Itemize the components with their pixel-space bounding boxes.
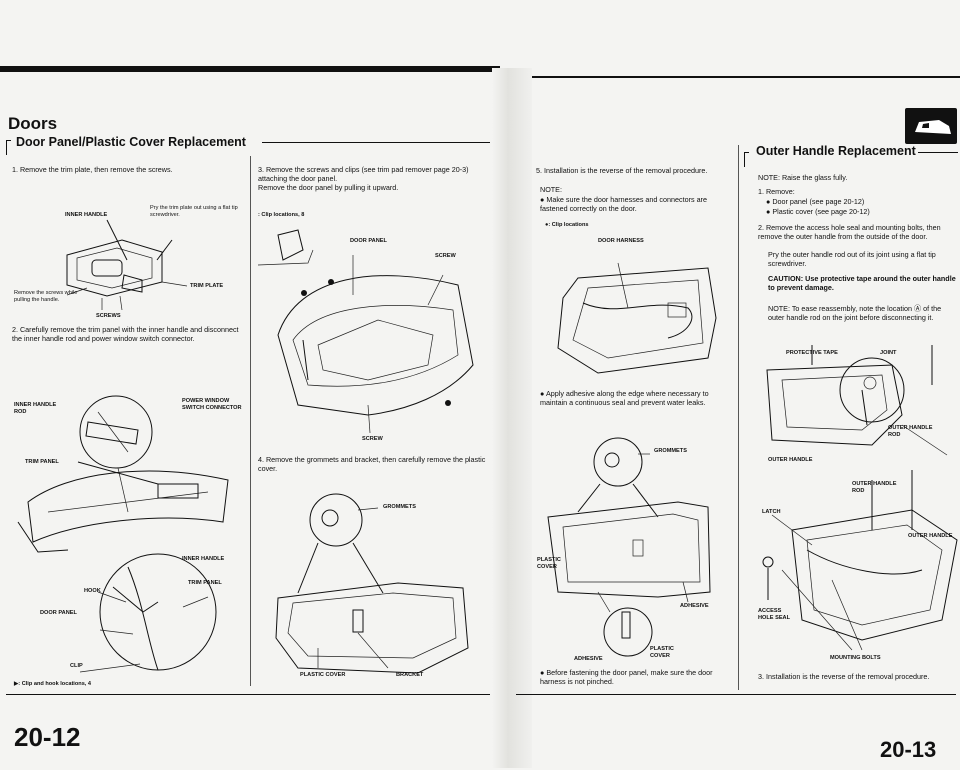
label-plastic-cover-right: PLASTIC COVER [537, 557, 561, 570]
step-1: 1. Remove the trim plate, then remove th… [12, 165, 173, 174]
fig-joint [766, 345, 948, 456]
label-screw-top: SCREW [435, 253, 456, 259]
outer-step-3: 3. Installation is the reverse of the re… [758, 672, 930, 681]
outer-note-2: NOTE: To ease reassembly, note the locat… [768, 304, 942, 322]
outer-caution: CAUTION: Use protective tape around the … [768, 274, 956, 292]
outer-step-2b: Pry the outer handle rod out of its join… [768, 250, 936, 268]
label-power-window: POWER WINDOW SWITCH CONNECTOR [182, 398, 242, 411]
label-hook: HOOK [84, 588, 101, 594]
label-pry: Pry the trim plate out using a flat tip … [150, 205, 238, 218]
step-3-text-b: Remove the door panel by pulling it upwa… [258, 182, 399, 192]
outer-note: NOTE: Raise the glass fully. [758, 173, 848, 182]
label-mounting-bolts: MOUNTING BOLTS [830, 655, 881, 661]
outer-handle-title: Outer Handle Replacement [756, 144, 916, 158]
step-3-text: 3. Remove the screws and clips (see trim… [258, 165, 469, 183]
outer-step-1: 1. Remove: [758, 187, 795, 196]
top-rule [0, 66, 500, 72]
subtitle-rule [262, 142, 490, 143]
label-latch: LATCH [762, 509, 781, 515]
label-door-harness: DOOR HARNESS [598, 238, 644, 244]
fig-adhesive [547, 437, 711, 657]
clip-locations-right: ●: Clip locations [545, 222, 589, 228]
column-divider [250, 156, 251, 686]
label-remove-screws: Remove the screws while pulling the hand… [14, 290, 78, 303]
label-clip: CLIP [70, 663, 83, 669]
step-2: 2. Carefully remove the trim panel with … [12, 325, 239, 343]
step-5: 5. Installation is the reverse of the re… [536, 166, 708, 175]
outer-step-2: 2. Remove the access hole seal and mount… [758, 223, 941, 241]
label-outer-handle-2: OUTER HANDLE [908, 533, 953, 539]
left-bottom-rule [6, 694, 490, 695]
label-trim-panel-2: TRIM PANEL [188, 580, 222, 586]
label-door-panel-3: DOOR PANEL [350, 238, 387, 244]
label-joint: JOINT [880, 350, 897, 356]
right-col-divider [738, 145, 739, 690]
label-screw-bottom: SCREW [362, 436, 383, 442]
label-trim-panel: TRIM PANEL [25, 459, 59, 465]
fig-latch [762, 470, 958, 651]
fig-door-panel [257, 229, 474, 434]
top-rule-right [500, 76, 960, 78]
bullet-adhesive: ● Apply adhesive along the edge where ne… [540, 389, 709, 407]
note-label: NOTE: [540, 185, 562, 194]
fig-trim-panel [17, 395, 229, 673]
fig-plastic-cover [275, 493, 469, 674]
outer-title-rule [918, 152, 958, 153]
label-inner-handle-2: INNER HANDLE [182, 556, 225, 562]
outer-step-1a: ● Door panel (see page 20-12) [766, 197, 865, 206]
label-outer-handle-rod-2: OUTER HANDLE ROD [852, 481, 897, 494]
outer-bracket [744, 152, 749, 167]
fig-trim-plate [66, 219, 188, 311]
fig-door-harness [557, 262, 717, 374]
label-plastic-cover-lower: PLASTIC COVER [650, 646, 674, 659]
page-subtitle: Door Panel/Plastic Cover Replacement [16, 135, 246, 149]
section-title: Doors [8, 114, 58, 133]
clip-locations-note: : Clip locations, 8 [258, 212, 305, 218]
label-adhesive-right: ADHESIVE [680, 603, 709, 609]
label-plastic-cover: PLASTIC COVER [300, 672, 346, 678]
label-adhesive-lower: ADHESIVE [574, 656, 603, 662]
label-door-panel: DOOR PANEL [40, 610, 77, 616]
label-access-hole: ACCESS HOLE SEAL [758, 608, 791, 621]
label-screws: SCREWS [96, 313, 121, 319]
subtitle-bracket [6, 140, 11, 155]
label-bracket: BRACKET [396, 672, 424, 678]
label-grommets: GROMMETS [383, 504, 416, 510]
label-inner-handle-rod: INNER HANDLE ROD [14, 402, 57, 415]
label-protective-tape: PROTECTIVE TAPE [786, 350, 838, 356]
label-inner-handle: INNER HANDLE [65, 212, 108, 218]
label-outer-handle-rod: OUTER HANDLE ROD [888, 425, 933, 438]
right-bottom-rule [516, 694, 956, 695]
page-number-right: 20-13 [880, 737, 937, 762]
step-3: 3. Remove the screws and clips (see trim… [258, 165, 488, 192]
label-trim-plate: TRIM PLATE [190, 283, 224, 289]
label-grommets-right: GROMMETS [654, 448, 687, 454]
page-gutter [492, 68, 532, 768]
car-icon [905, 108, 957, 144]
page-number-left: 20-12 [14, 722, 81, 752]
step-4: 4. Remove the grommets and bracket, then… [258, 455, 486, 473]
outer-step-1b: ● Plastic cover (see page 20-12) [766, 207, 870, 216]
label-outer-handle: OUTER HANDLE [768, 457, 813, 463]
bullet-harness: ● Make sure the door harnesses and conne… [540, 195, 707, 213]
bullet-pinched: ● Before fastening the door panel, make … [540, 668, 713, 686]
car-silhouette-icon [915, 120, 951, 134]
clip-hook-note: ▶: Clip and hook locations, 4 [14, 681, 92, 687]
